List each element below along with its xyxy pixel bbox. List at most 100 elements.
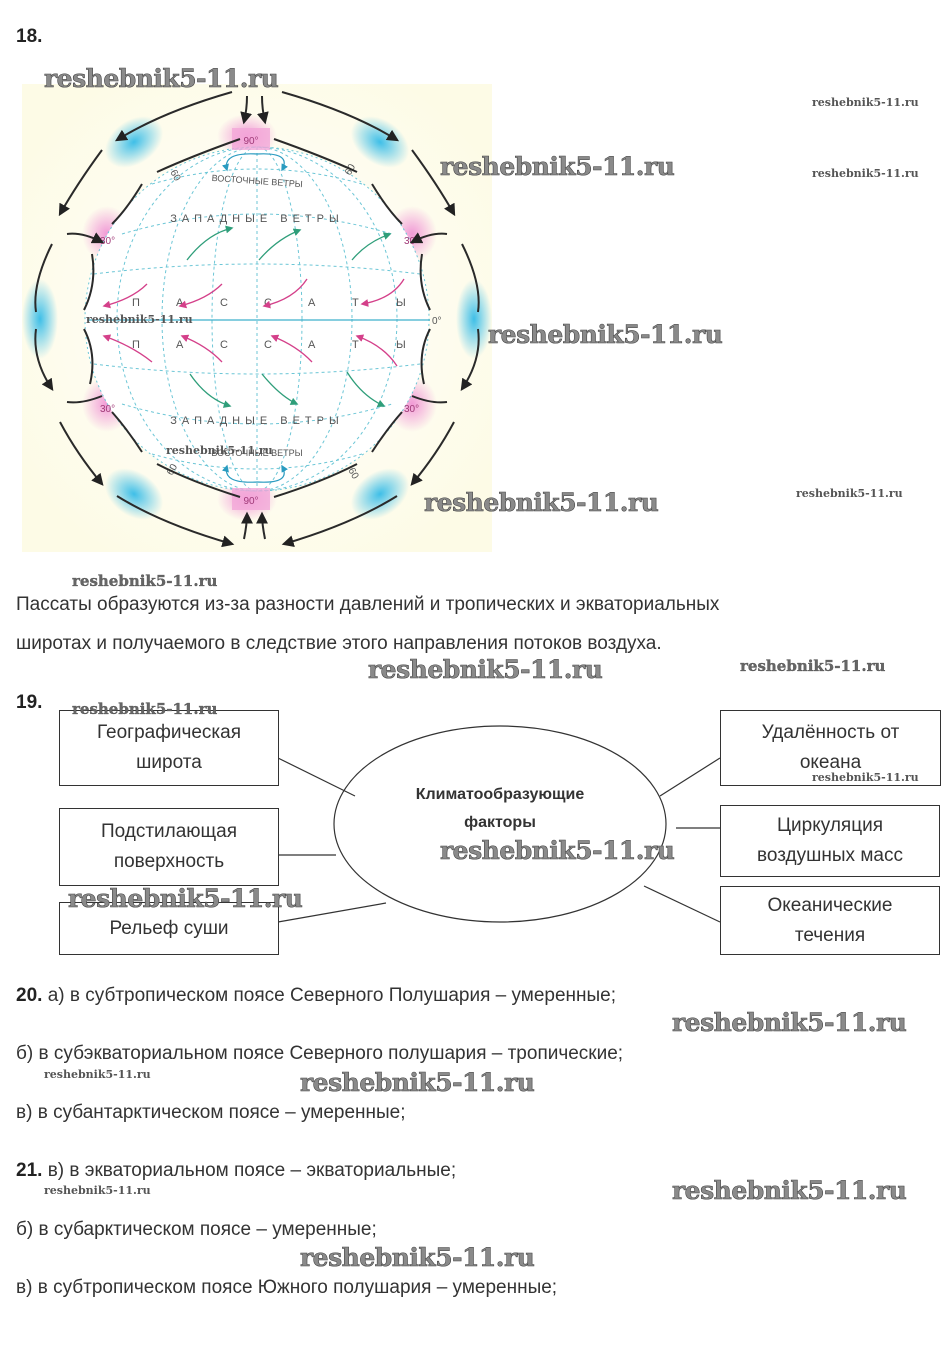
cell-arrow bbox=[59, 421, 104, 486]
cell-line bbox=[156, 138, 241, 173]
trade-wind-letter: Ы bbox=[396, 297, 406, 309]
cell-arrow bbox=[281, 91, 400, 142]
atmospheric-circulation-diagram: 90° 90° 30° 30° 30° 30° 60 60 60 60 0° В… bbox=[22, 84, 492, 552]
task-21-number: 21. bbox=[16, 1160, 43, 1181]
trade-wind-letter: С bbox=[220, 297, 228, 309]
factor-text: поверхность bbox=[113, 851, 225, 872]
task-20-answer-c: в) в субантарктическом поясе – умеренные… bbox=[16, 1102, 406, 1123]
climate-factors-ellipse bbox=[333, 725, 667, 923]
climate-factors-title-line-2: факторы bbox=[464, 814, 536, 831]
westerly-arrow bbox=[258, 228, 302, 261]
westerly-arrows bbox=[186, 225, 392, 408]
trade-wind-arrows bbox=[102, 278, 405, 367]
cell-arrow bbox=[256, 95, 269, 125]
cell-line bbox=[66, 395, 103, 404]
easterly-arrow bbox=[256, 464, 288, 483]
connector-line bbox=[643, 885, 721, 923]
trade-wind-letter: А bbox=[176, 339, 184, 351]
trade-arrow bbox=[102, 283, 148, 309]
trade-arrow bbox=[262, 278, 308, 309]
cell-line bbox=[273, 138, 358, 173]
factor-text: широта bbox=[136, 752, 202, 773]
trade-arrow bbox=[102, 334, 153, 363]
trade-arrow bbox=[355, 334, 398, 367]
climate-factors-title-line-1: Климатообразующие bbox=[415, 786, 585, 803]
factor-text: Географическая bbox=[96, 722, 241, 743]
easterly-arrows bbox=[221, 153, 288, 483]
label-30s-left: 30° bbox=[100, 404, 115, 415]
watermark: reshebnik5-11.ru bbox=[44, 1068, 151, 1081]
cell-line bbox=[111, 411, 143, 453]
task-21-answer-c: в) в субтропическом поясе Южного полушар… bbox=[16, 1277, 558, 1298]
trade-wind-letter: С bbox=[264, 339, 272, 351]
factor-box-latitude: Географическая широта bbox=[59, 710, 279, 786]
cell-line bbox=[461, 243, 480, 313]
globe bbox=[84, 146, 430, 492]
easterly-arrow bbox=[256, 153, 288, 172]
cell-arrow bbox=[256, 511, 269, 540]
climate-factors-connectors bbox=[277, 725, 721, 923]
factor-text: Циркуляция bbox=[776, 815, 883, 836]
cell-line bbox=[411, 395, 448, 404]
trade-wind-letter: А bbox=[176, 297, 184, 309]
cell-line bbox=[371, 411, 403, 453]
watermark: reshebnik5-11.ru bbox=[440, 152, 675, 182]
cell-line bbox=[420, 328, 431, 385]
trade-wind-letter: П bbox=[132, 339, 140, 351]
connector-line bbox=[277, 757, 356, 797]
factor-text: Удалённость от bbox=[761, 722, 900, 743]
watermark: reshebnik5-11.ru bbox=[812, 96, 919, 109]
cell-arrow bbox=[240, 95, 253, 125]
easterly-arrow bbox=[221, 464, 258, 483]
label-60n-left: 60 bbox=[167, 168, 182, 184]
westerly-arrow bbox=[186, 225, 234, 261]
watermark: reshebnik5-11.ru bbox=[812, 771, 919, 784]
trade-arrow bbox=[180, 334, 223, 363]
cell-arrow bbox=[240, 511, 253, 540]
trade-wind-letter: Ы bbox=[396, 339, 406, 351]
cell-line bbox=[156, 463, 241, 498]
watermark: reshebnik5-11.ru bbox=[68, 884, 303, 914]
factor-text: течения bbox=[794, 924, 866, 946]
cell-line bbox=[273, 463, 358, 498]
factor-box-relief: Рельеф суши bbox=[59, 902, 279, 955]
label-equator: 0° bbox=[432, 316, 442, 327]
cell-line bbox=[83, 253, 95, 311]
watermark: reshebnik5-11.ru bbox=[44, 64, 279, 94]
westerly-arrow bbox=[261, 373, 299, 405]
cell-arrow bbox=[116, 495, 235, 548]
watermark: reshebnik5-11.ru bbox=[86, 313, 193, 326]
cell-arrow bbox=[410, 421, 455, 486]
cell-arrow bbox=[58, 149, 103, 217]
task-20-answer-b: б) в субэкваториальном поясе Северного п… bbox=[16, 1043, 624, 1064]
cell-line bbox=[419, 253, 431, 311]
task-19-number: 19. bbox=[16, 692, 43, 713]
task-21-answer-a: в) в экваториальном поясе – экваториальн… bbox=[47, 1160, 457, 1181]
connector-line bbox=[659, 757, 721, 797]
task-20-number: 20. bbox=[16, 985, 43, 1006]
watermark: reshebnik5-11.ru bbox=[424, 488, 659, 518]
cell-line bbox=[111, 183, 143, 225]
label-30n-left: 30° bbox=[100, 236, 115, 247]
label-60s-right: 60 bbox=[345, 466, 360, 482]
factor-text: Подстилающая bbox=[100, 821, 238, 842]
watermark: reshebnik5-11.ru bbox=[812, 167, 919, 180]
factor-text: Рельеф суши bbox=[109, 917, 229, 939]
cell-line bbox=[34, 243, 53, 313]
label-30s-right: 30° bbox=[404, 404, 419, 415]
task-20-line-1: 20. а) в субтропическом поясе Северного … bbox=[16, 985, 616, 1007]
factor-box-air-circulation: Циркуляция воздушных масс bbox=[720, 805, 940, 877]
factor-text: воздушных масс bbox=[757, 845, 903, 866]
label-westerlies-north: ЗАПАДНЫЕ ВЕТРЫ bbox=[170, 213, 343, 225]
task-20-answer-a: а) в субтропическом поясе Северного Полу… bbox=[47, 985, 617, 1006]
cell-line bbox=[83, 328, 94, 385]
trade-wind-letter: Т bbox=[352, 339, 359, 351]
trade-wind-letter: П bbox=[132, 297, 140, 309]
watermark: reshebnik5-11.ru bbox=[672, 1008, 907, 1038]
trade-wind-letter: С bbox=[264, 297, 272, 309]
trade-arrow bbox=[360, 278, 405, 307]
task-21-line-1: 21. в) в экваториальном поясе – экватори… bbox=[16, 1160, 456, 1182]
watermark: reshebnik5-11.ru bbox=[300, 1243, 535, 1273]
